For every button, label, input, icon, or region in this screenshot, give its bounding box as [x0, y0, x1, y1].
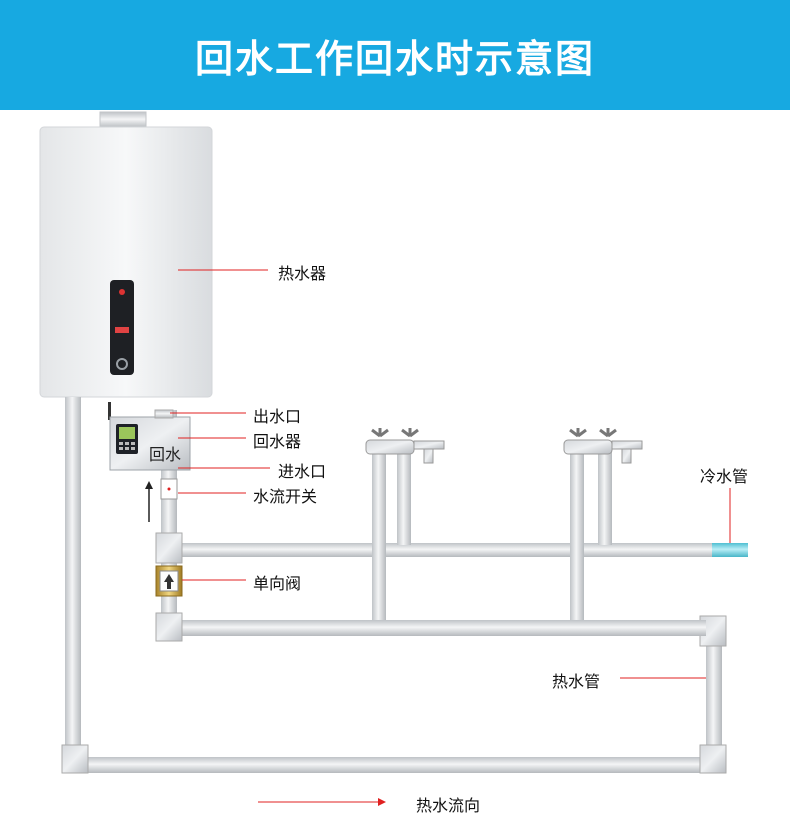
label-flow-switch: 水流开关	[253, 487, 318, 506]
faucet-right	[563, 428, 643, 620]
diagram-stage: 回水	[0, 110, 790, 838]
page-title: 回水工作回水时示意图	[194, 36, 595, 81]
label-inlet: 进水口	[278, 462, 327, 481]
diagram-svg: 回水	[39, 111, 748, 806]
label-cold-pipe: 冷水管	[700, 467, 749, 486]
cold-water-end	[712, 543, 748, 557]
header-banner: 回水工作回水时示意图	[0, 0, 790, 110]
pipe-right-vertical	[706, 628, 722, 763]
label-water-heater: 热水器	[278, 264, 327, 283]
power-icon	[116, 358, 128, 370]
label-outlet: 出水口	[253, 407, 302, 426]
arrow-up-icon	[145, 481, 153, 489]
label-hot-flow: 热水流向	[416, 796, 481, 815]
pipe-left-vertical	[65, 397, 81, 757]
faucet-left	[365, 428, 445, 620]
pipe-hot-horizontal	[166, 620, 706, 636]
check-valve	[155, 565, 183, 597]
label-hot-pipe: 热水管	[552, 672, 601, 691]
label-check-valve: 单向阀	[253, 574, 302, 593]
antenna	[108, 402, 111, 420]
flow-switch	[160, 478, 178, 500]
water-heater	[39, 111, 213, 398]
pipe-bottom	[70, 757, 720, 773]
arrow-up-icon	[164, 574, 174, 589]
device-label: 回水	[149, 445, 181, 464]
leader-lines	[170, 269, 731, 803]
recirculator-device: 回水	[108, 402, 191, 471]
pipe-cold-horizontal	[166, 543, 712, 557]
label-recirculator: 回水器	[253, 432, 302, 451]
arrow-right-icon	[378, 798, 386, 806]
